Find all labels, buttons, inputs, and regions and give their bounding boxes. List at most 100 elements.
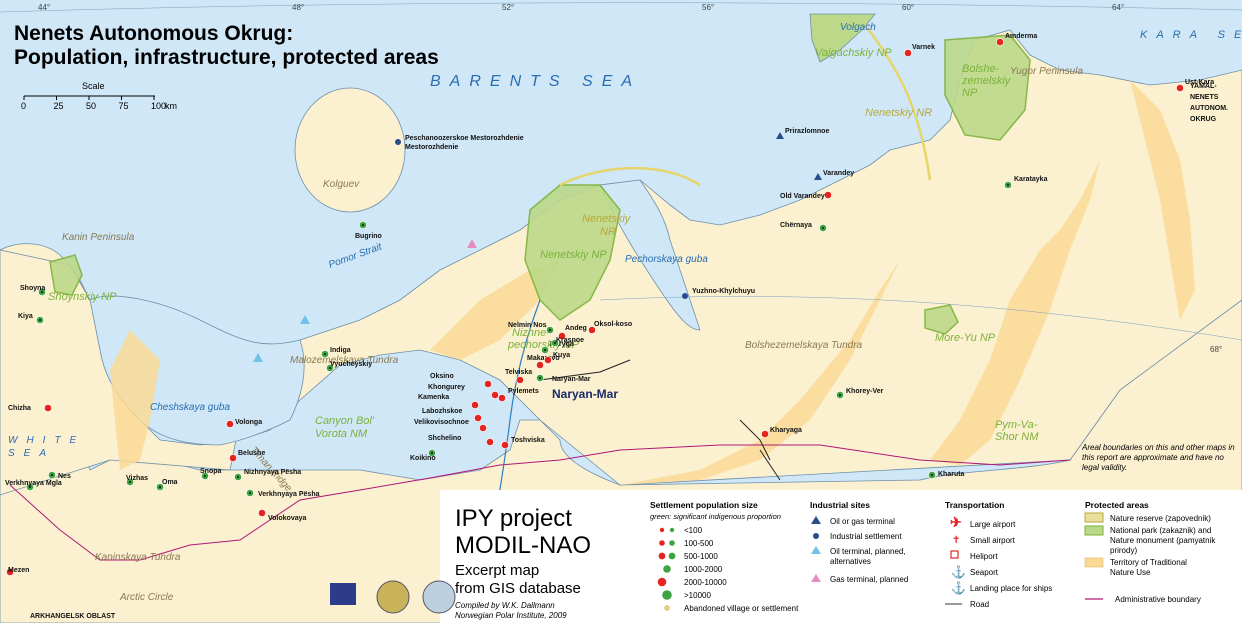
legend-dot-green-icon (669, 527, 675, 533)
project-line1: IPY project (455, 505, 572, 532)
settlement-label: Velikovisochnoe (414, 419, 469, 426)
legend-industrial-item: Industrial settlement (830, 532, 902, 541)
scale-tick-label: 100 (151, 101, 166, 111)
settlement-label: Makarovo (527, 355, 560, 362)
settlement-center-icon (431, 452, 433, 454)
project-credit2: Norwegian Polar Institute, 2009 (455, 611, 567, 620)
cheshskaya-guba-label: Cheshskaya guba (150, 402, 230, 413)
settlement-icon (536, 361, 544, 369)
settlement-label: Karatayka (1014, 176, 1048, 183)
settlement-center-icon (51, 474, 53, 476)
bolshezemelskaya-tundra-label: Bolshezemelskaya Tundra (745, 340, 863, 351)
legend-transport-item: Seaport (970, 568, 999, 577)
road (539, 359, 781, 481)
heliport-icon (950, 550, 959, 559)
traditional-use-band-3 (1130, 80, 1195, 320)
settlement-label: Toshviska (511, 437, 545, 444)
oil-terminal-icon (776, 132, 784, 139)
legend-nature-reserve-icon (1084, 512, 1104, 523)
arctic-circle-label: Arctic Circle (119, 592, 174, 603)
settlement-label: Verkhnyaya Mgla (5, 480, 62, 487)
settlement-icon (501, 441, 509, 449)
gas-terminal-planned-icon (467, 239, 477, 248)
scale-tick-label: 25 (54, 101, 64, 111)
nenetskiy-np-label: Nenetskiy NP (540, 249, 607, 261)
legend-dot-green-icon (669, 540, 675, 546)
scale-tick-label: 75 (119, 101, 129, 111)
np-shoynskiy (49, 254, 83, 296)
map-title: Nenets Autonomous Okrug: Population, inf… (14, 22, 439, 70)
graticule-label: 56° (702, 3, 714, 12)
yugor-peninsula-label: Yugor Peninsula (1010, 66, 1083, 77)
legend-dot-red-icon (658, 552, 666, 560)
legend-industrial-item: Oil terminal, planned, (830, 547, 906, 556)
yamal-label-2: NENETS (1190, 94, 1219, 101)
legend-admin-boundary-label: Administrative boundary (1115, 595, 1201, 604)
npi-logo (422, 580, 456, 614)
settlement-icon (588, 326, 596, 334)
settlement-label: Peschanoozerskoe Mestorozhdenie (405, 135, 524, 142)
legend-industrial-item: Oil or gas terminal (830, 517, 895, 526)
yamal-label-4: OKRUG (1190, 116, 1217, 123)
pechorskaya-guba (599, 179, 701, 331)
settlement-icon (486, 438, 494, 446)
nizhnepechorskiy-np-label-2: pechorskiy NP (507, 339, 580, 351)
settlement-label: Krasnoe (556, 337, 584, 344)
bolshezemelskiy-np-label-2: zemelskiy (961, 75, 1012, 87)
kolguev-island (294, 87, 406, 213)
settlement-label: Verkhnyaya Pësha (258, 491, 320, 498)
legend-population-item: >10000 (684, 591, 711, 600)
settlement-label: Koikino (410, 455, 436, 462)
settlement-icon (6, 568, 14, 576)
note-box: Areal boundaries on this and other maps … (1082, 443, 1235, 472)
legend-dot-green-icon (663, 565, 671, 573)
legend-protected-item-4: Nature Use (1110, 568, 1151, 577)
settlement-label: Khongurey (428, 384, 465, 391)
legend-national-park-icon (1084, 525, 1104, 536)
settlement-label: Varnek (912, 44, 935, 51)
settlement-icon (544, 356, 552, 364)
settlement-label: Telviska (505, 369, 532, 376)
nr-nenetskiy-east (864, 24, 932, 181)
settlement-label: Volokovaya (268, 515, 306, 522)
traditional-use-band-2 (930, 160, 1100, 465)
nenetskiy-nr-label: Nenetskiy NR (865, 107, 932, 119)
seaport-icon: ⚓ (951, 565, 966, 579)
settlement-label: Mezen (8, 567, 29, 574)
settlement-label: Amderma (1005, 33, 1037, 40)
legend-industrial-title: Industrial sites (810, 500, 870, 510)
settlement-center-icon (822, 227, 824, 229)
legend-transport-item: Small airport (970, 536, 1016, 545)
kolguev-label: Kolguev (323, 179, 360, 190)
legend-dot-red-icon (659, 540, 665, 546)
legend-transport-item: Landing place for ships (970, 584, 1052, 593)
settlement-center-icon (41, 291, 43, 293)
white-sea-label-2: SEA (8, 448, 55, 459)
settlement-label: Yuzhno-Khylchuyu (692, 288, 755, 295)
settlement-label: Indiga (330, 347, 351, 354)
settlement-icon (996, 38, 1004, 46)
settlement-label: Ust-Kara (1185, 79, 1214, 86)
legend-protected-item-3: prirody) (1110, 546, 1137, 555)
settlement-icon (44, 404, 52, 412)
settlement-label: Chërnaya (780, 222, 812, 229)
malozemelskaya-tundra-label: Malozemelskaya Tundra (290, 355, 399, 366)
scale-unit: km (165, 101, 177, 111)
scale-tick-label: 0 (21, 101, 26, 111)
bolshezemelskiy-np-label-3: NP (962, 87, 978, 99)
settlement-label: Pylemets (508, 388, 539, 395)
coastal-land (0, 29, 1242, 496)
legend-dot-green-icon (662, 590, 672, 600)
settlement-label: Bugrino (355, 233, 382, 240)
settlement-label: Snopa (200, 468, 221, 475)
settlement-icon (1176, 84, 1184, 92)
settlement-icon (226, 420, 234, 428)
legend-traditional-icon (1084, 557, 1104, 568)
more-yu-np-label: More-Yu NP (935, 332, 996, 344)
settlement-icon (471, 401, 479, 409)
settlement-label: Naryan-Mar (552, 376, 591, 383)
settlement-center-icon (549, 329, 551, 331)
